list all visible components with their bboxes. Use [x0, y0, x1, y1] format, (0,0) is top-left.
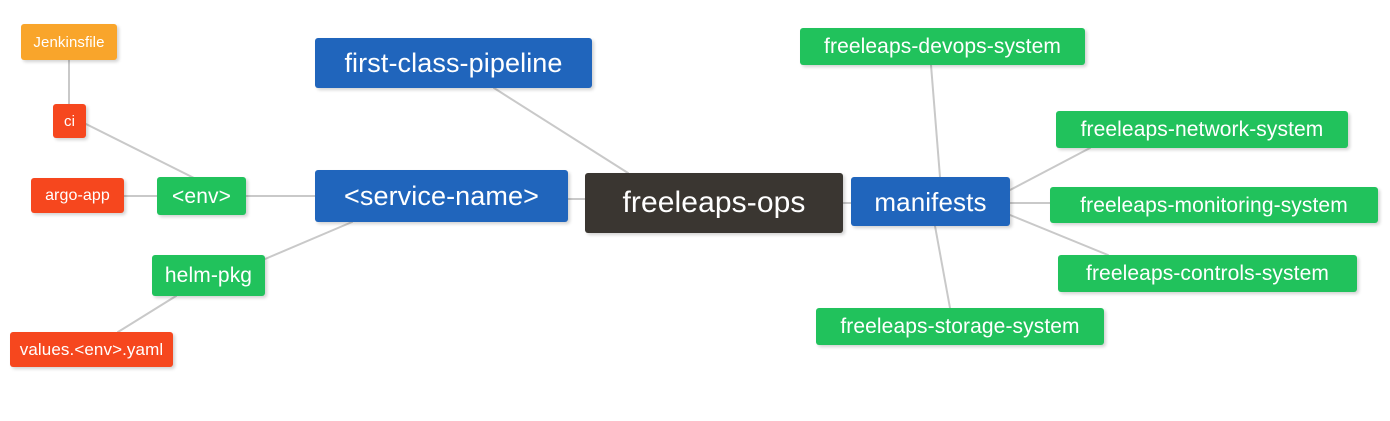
node-freeleaps-network-system[interactable]: freeleaps-network-system: [1056, 111, 1348, 148]
node-manifests[interactable]: manifests: [851, 177, 1010, 226]
edge-manifests-to-freeleaps-controls-system: [1009, 214, 1109, 256]
node-freeleaps-controls-system[interactable]: freeleaps-controls-system: [1058, 255, 1357, 292]
node-freeleaps-monitoring-system[interactable]: freeleaps-monitoring-system: [1050, 187, 1378, 223]
edge-manifests-to-freeleaps-devops-system: [930, 64, 941, 178]
edge-ci-to-env: [85, 123, 201, 182]
node-first-class-pipeline[interactable]: first-class-pipeline: [315, 38, 592, 88]
node-jenkinsfile[interactable]: Jenkinsfile: [21, 24, 117, 60]
edge-first-class-pipeline-to-freeleaps-ops: [493, 87, 629, 174]
node-freeleaps-devops-system[interactable]: freeleaps-devops-system: [800, 28, 1085, 65]
edge-values-yaml-to-helm-pkg: [117, 295, 177, 333]
node-argo-app[interactable]: argo-app: [31, 178, 124, 213]
node-ci[interactable]: ci: [53, 104, 86, 138]
node-freeleaps-ops[interactable]: freeleaps-ops: [585, 173, 843, 233]
node-helm-pkg[interactable]: helm-pkg: [152, 255, 265, 296]
edge-helm-pkg-to-service-name: [264, 221, 353, 260]
edge-manifests-to-freeleaps-storage-system: [934, 225, 951, 309]
node-service-name[interactable]: <service-name>: [315, 170, 568, 222]
edge-manifests-to-freeleaps-network-system: [1009, 147, 1091, 191]
node-env[interactable]: <env>: [157, 177, 246, 215]
node-freeleaps-storage-system[interactable]: freeleaps-storage-system: [816, 308, 1104, 345]
node-values-yaml[interactable]: values.<env>.yaml: [10, 332, 173, 367]
